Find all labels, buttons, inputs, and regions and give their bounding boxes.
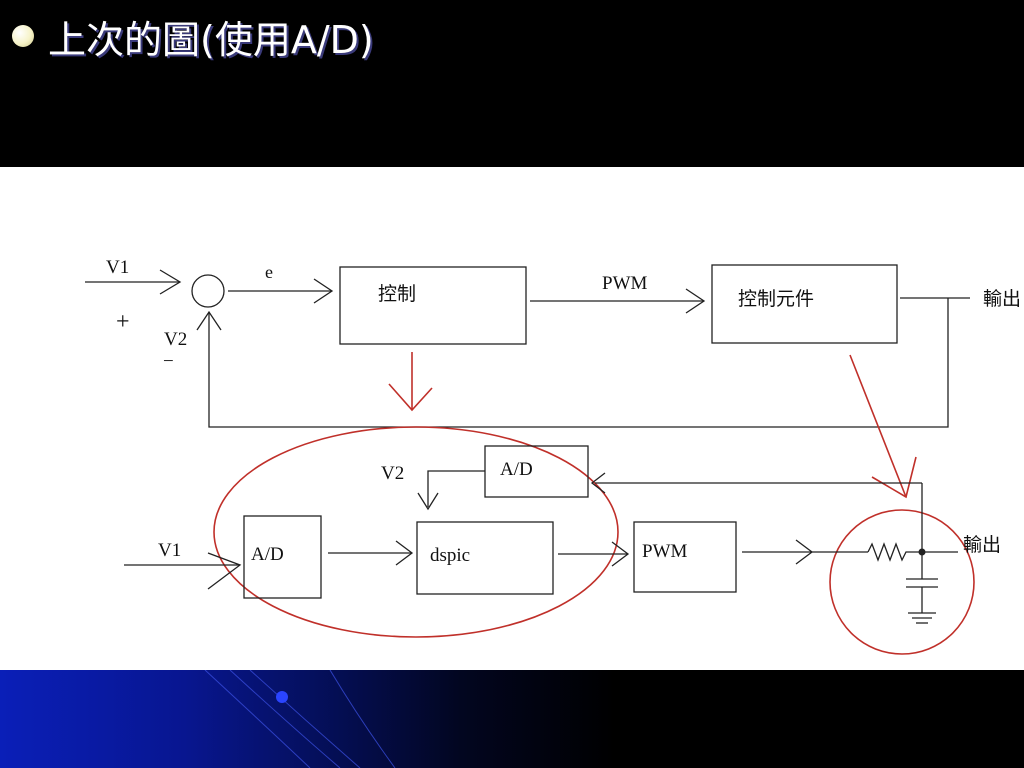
bullet-icon — [12, 25, 34, 47]
footer-swoosh — [204, 670, 396, 768]
dspic-label: dspic — [430, 545, 470, 566]
output-stage-highlight-circle — [829, 509, 975, 655]
actuator-label: 控制元件 — [738, 288, 814, 310]
swoosh-line-1 — [229, 670, 341, 768]
error-arrowhead — [313, 278, 334, 304]
pwm-arrowhead — [685, 288, 706, 314]
footer-dot — [276, 691, 288, 703]
footer-decoration — [0, 670, 1024, 768]
input-adc-block — [243, 515, 322, 599]
v1-bottom-arrowhead — [207, 552, 242, 590]
pwm-block-label: PWM — [642, 541, 688, 562]
title-text: 上次的圖(使用A/D) — [48, 17, 374, 62]
minus-sign: − — [163, 351, 174, 372]
top-output-label: 輸出 — [983, 288, 1021, 310]
resistor-symbol — [867, 542, 922, 562]
swoosh-line-3 — [204, 670, 311, 768]
v1-label: V1 — [106, 257, 129, 278]
controller-label: 控制 — [378, 283, 416, 305]
swoosh-line-2 — [249, 670, 361, 768]
v1-arrowhead — [159, 269, 182, 295]
feedback-adc-block — [484, 445, 589, 498]
block-diagram: V1 + V2 − e 控制 PWM 控制元件 輸出 V2 A/D V1 A/D… — [85, 257, 1021, 655]
error-label: e — [265, 262, 273, 282]
controller-block — [339, 266, 527, 345]
red-down-arrowhead — [388, 383, 433, 412]
v2-reference-line — [427, 470, 485, 507]
feedback-sense-arrowhead — [590, 472, 606, 494]
plus-sign: + — [116, 309, 130, 335]
v1-bottom-label: V1 — [158, 540, 181, 561]
adc-to-dspic-arrowhead — [395, 540, 414, 566]
controller-highlight-ellipse — [213, 426, 619, 638]
output-node-dot — [918, 548, 926, 556]
v2-reference-label: V2 — [381, 463, 404, 484]
summing-junction — [191, 274, 225, 308]
bottom-diagram-lines — [124, 445, 958, 624]
feedback-path — [208, 298, 949, 428]
slide-title: 上次的圖(使用A/D) — [12, 6, 374, 66]
top-diagram-lines — [85, 264, 970, 428]
actuator-block — [711, 264, 898, 344]
dspic-block — [416, 521, 554, 595]
bottom-output-label: 輸出 — [963, 534, 1001, 556]
pwm-signal-label: PWM — [602, 273, 648, 294]
red-diagonal-arrow-shaft — [849, 354, 907, 498]
pwm-block — [633, 521, 737, 593]
dspic-to-pwm-arrowhead — [611, 541, 630, 567]
annotations — [213, 352, 975, 655]
feedback-arrowhead — [196, 310, 222, 331]
red-diagonal-arrowhead — [871, 456, 917, 499]
feedback-adc-label: A/D — [500, 459, 533, 480]
v2-label: V2 — [164, 329, 187, 350]
swoosh-line-4 — [329, 670, 396, 768]
input-adc-label: A/D — [251, 544, 284, 565]
v2-arrowhead — [417, 492, 439, 511]
pwm-to-filter-arrowhead — [795, 539, 814, 565]
block-diagram-figure: V1 + V2 − e 控制 PWM 控制元件 輸出 V2 A/D V1 A/D… — [0, 167, 1024, 670]
